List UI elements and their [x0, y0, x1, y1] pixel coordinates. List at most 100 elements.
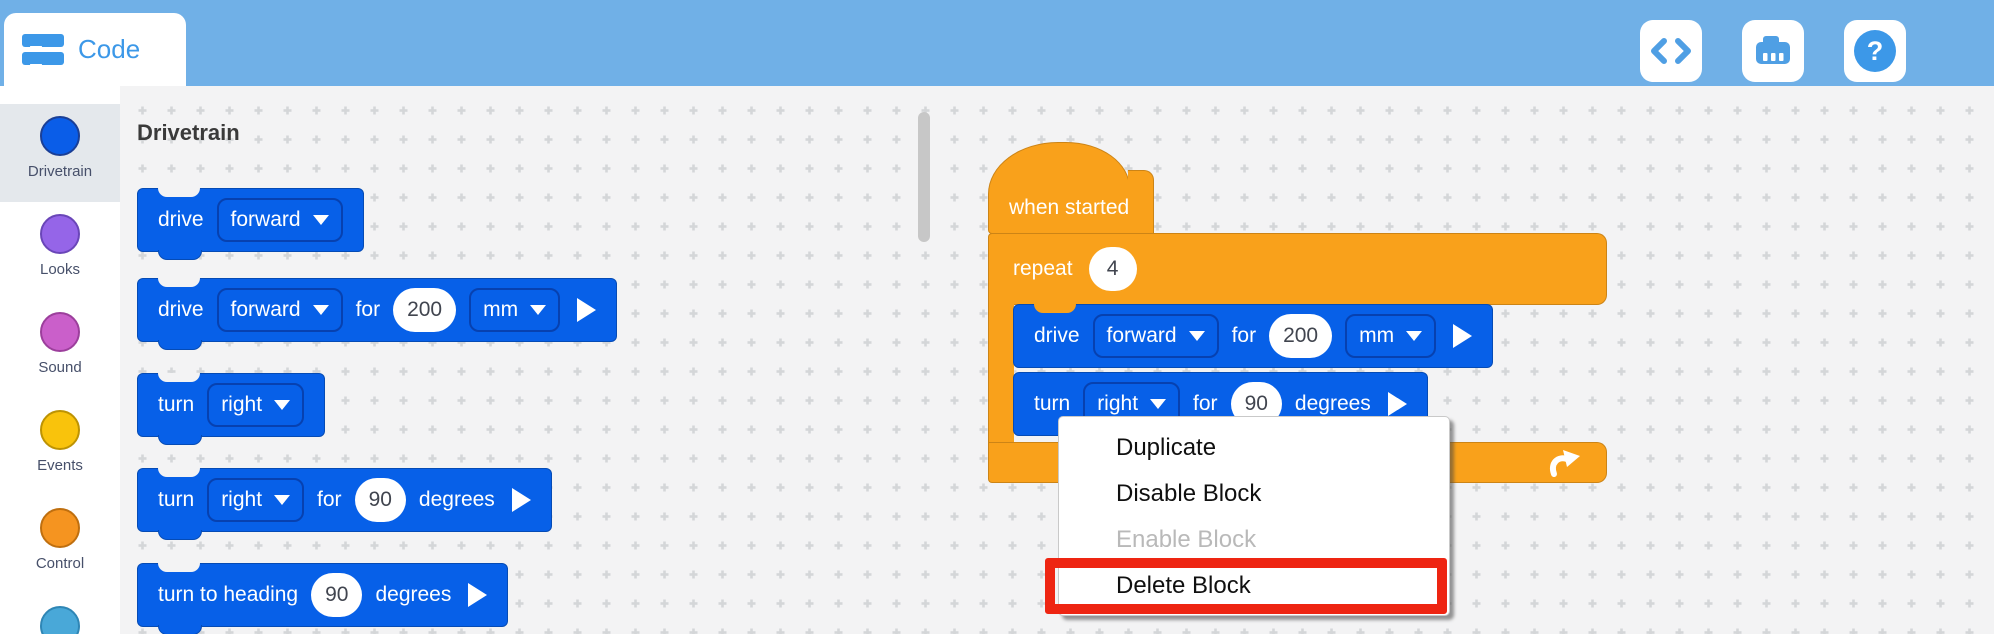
sidebar-item-6[interactable] [0, 594, 120, 634]
value-input[interactable]: 200 [393, 288, 457, 332]
value-input[interactable]: 200 [1269, 314, 1333, 358]
sidebar-item-label: Looks [39, 261, 81, 278]
dropdown-value: right [221, 488, 263, 511]
value-input[interactable]: 90 [354, 478, 406, 522]
block-label: turn [158, 393, 195, 416]
chevron-down-icon [312, 215, 329, 225]
play-icon[interactable] [511, 488, 531, 512]
sidebar-item-sound[interactable]: Sound [0, 300, 120, 398]
play-icon[interactable] [1453, 324, 1473, 348]
header-toolbar: ? [1640, 20, 1906, 82]
dropdown-mm[interactable]: mm [469, 288, 561, 332]
dropdown-right[interactable]: right [207, 383, 305, 427]
dropdown-value: right [1097, 392, 1139, 415]
block-label: drive [1034, 324, 1080, 347]
code-toggle-button[interactable] [1640, 20, 1702, 82]
angle-brackets-icon [1651, 38, 1691, 64]
block-label: turn [1034, 392, 1071, 415]
device-brain-button[interactable] [1742, 20, 1804, 82]
help-button[interactable]: ? [1844, 20, 1906, 82]
block-label: degrees [418, 488, 495, 511]
chevron-down-icon [274, 495, 291, 505]
chevron-down-icon [1188, 331, 1205, 341]
dropdown-mm[interactable]: mm [1345, 314, 1437, 358]
block-bump [158, 435, 202, 445]
block-label: drive [158, 208, 204, 231]
dropdown-value: forward [1106, 324, 1177, 347]
dropdown-value: forward [230, 208, 301, 231]
menu-item-delete-block[interactable]: Delete Block [1116, 572, 1251, 599]
play-icon[interactable] [577, 298, 597, 322]
chevron-down-icon [530, 305, 547, 315]
loop-arrow-icon [1550, 449, 1580, 477]
sidebar-item-events[interactable]: Events [0, 398, 120, 496]
repeat-count-input[interactable]: 4 [1088, 247, 1137, 291]
block-notch [158, 188, 200, 197]
brain-icon [1756, 36, 1790, 64]
repeat-label: repeat [1013, 257, 1073, 280]
block-notch [158, 278, 200, 287]
dropdown-value: forward [230, 298, 301, 321]
palette-block-3[interactable]: turn right [137, 373, 326, 445]
header-bar: Code ? [0, 0, 1994, 86]
block-bump [158, 340, 202, 350]
category-category-icon [40, 606, 80, 634]
value-input[interactable]: 90 [311, 573, 363, 617]
sidebar-item-control[interactable]: Control [0, 496, 120, 594]
sidebar-item-label: Events [37, 457, 83, 474]
block-notch [158, 563, 200, 572]
control-category-icon [40, 508, 80, 548]
block-notch [158, 468, 200, 477]
dropdown-value: mm [483, 298, 519, 321]
looks-category-icon [40, 214, 80, 254]
sidebar-item-label: Drivetrain [27, 163, 93, 180]
repeat-block-spine[interactable] [988, 301, 1014, 446]
block-notch [1034, 304, 1076, 313]
block-label: degrees [375, 583, 452, 606]
dropdown-right[interactable]: right [207, 478, 305, 522]
play-icon[interactable] [1387, 392, 1407, 416]
sidebar-item-label: Sound [38, 359, 82, 376]
palette-block-5[interactable]: turn to heading 90 degrees [137, 563, 509, 634]
menu-item-enable-block: Enable Block [1116, 526, 1257, 553]
block-notch [158, 373, 200, 382]
block-label: for [317, 488, 342, 511]
menu-item-disable-block[interactable]: Disable Block [1116, 480, 1262, 507]
sidebar-item-drivetrain[interactable]: Drivetrain [0, 104, 120, 202]
chevron-down-icon [1406, 331, 1423, 341]
chevron-down-icon [312, 305, 329, 315]
dropdown-forward[interactable]: forward [216, 198, 343, 242]
when-started-block[interactable]: when started [988, 142, 1130, 234]
events-category-icon [40, 410, 80, 450]
sidebar-item-label: Control [35, 555, 85, 572]
menu-item-duplicate[interactable]: Duplicate [1116, 434, 1217, 461]
dropdown-value: mm [1359, 324, 1395, 347]
block-label: for [1231, 324, 1257, 347]
dropdown-forward[interactable]: forward [1092, 314, 1219, 358]
when-started-block-ledge[interactable] [1128, 170, 1154, 234]
play-icon[interactable] [468, 583, 488, 607]
blocks-icon [22, 34, 64, 69]
dropdown-forward[interactable]: forward [216, 288, 343, 332]
tab-code[interactable]: Code [4, 13, 186, 86]
drivetrain-category-icon [40, 116, 80, 156]
sidebar-item-looks[interactable]: Looks [0, 202, 120, 300]
hat-label: when started [1009, 196, 1130, 219]
chevron-down-icon [274, 400, 291, 410]
block-label: turn to heading [158, 583, 299, 606]
dropdown-value: right [221, 393, 263, 416]
repeat-block[interactable]: repeat 4 [988, 233, 1607, 305]
block-label: for [355, 298, 381, 321]
palette-scrollbar[interactable] [918, 112, 930, 242]
tab-code-label: Code [78, 34, 141, 64]
block-bump [158, 250, 202, 260]
workspace-drive-block[interactable]: drive forward for 200 mm [1013, 304, 1494, 368]
palette-block-1[interactable]: drive forward [137, 188, 364, 260]
question-mark-icon: ? [1854, 30, 1896, 72]
block-label: degrees [1294, 392, 1371, 415]
